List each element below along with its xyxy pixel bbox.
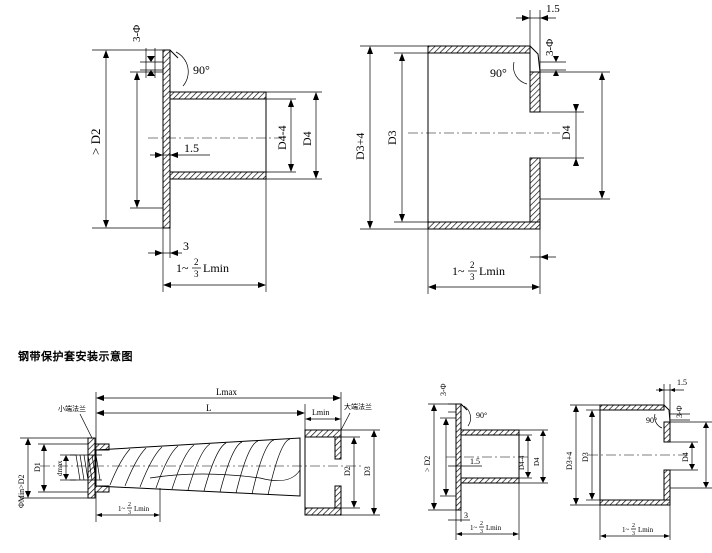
flange-wall [162, 49, 171, 229]
bore-inner-label: D4-4 [275, 125, 289, 150]
steel-band-wraps [109, 438, 301, 496]
small-left-sleeve-view: 3-Φ 90° > D2 D4-4 D4 1.5 3 [423, 383, 548, 540]
length-label: 1~ 2 3 Lmin [118, 502, 150, 516]
wall-thickness-label: 1.5 [184, 141, 199, 155]
outer-diameter-label: D3+4 [565, 452, 574, 470]
wall-thickness-label: 1.5 [677, 378, 687, 387]
cup-top-wall [427, 45, 531, 54]
svg-text:2: 2 [128, 502, 131, 508]
bore-label: D4 [559, 125, 573, 140]
large-end-cup-bottom [304, 507, 342, 516]
flange-thickness-label: 3 [464, 511, 468, 520]
length-label: 1~ 2 3 Lmin [176, 257, 229, 279]
svg-text:2: 2 [632, 523, 635, 529]
svg-text:3: 3 [632, 531, 635, 537]
cup-end-wall-lower [529, 157, 541, 223]
wall-thickness-label: 1.5 [546, 3, 560, 15]
diagram-caption: 钢带保护套安装示意图 [18, 350, 133, 363]
d3-label: D3 [363, 466, 372, 476]
length-label: 1~ 2 3 Lmin [470, 521, 502, 535]
d2-label: D2 [343, 466, 352, 476]
lmax-label: Lmax [216, 387, 237, 397]
flange-holes-label: 3-Φ [675, 405, 684, 418]
flange-holes-label: 3-Φ [131, 25, 143, 42]
bore-top-wall [169, 91, 267, 100]
bore-label: D4 [681, 452, 690, 462]
phi-min-label: ΦMin>D2 [17, 475, 26, 508]
svg-text:Lmin: Lmin [203, 261, 229, 275]
assembly-view: Lmax L Lmin 小端法兰 大端法兰 ΦMin>D2 D1 [17, 387, 380, 522]
flange-diameter-label: > D2 [423, 456, 432, 472]
bore-inner-label: D4-4 [518, 455, 526, 470]
svg-text:3: 3 [480, 529, 483, 535]
large-right-cup-view: 1.5 3-Φ 90° D3+4 D3 D4 [353, 3, 610, 294]
small-right-cup-view: 1.5 3-Φ 90° D3+4 D3 D4 [565, 378, 712, 540]
svg-text:1~: 1~ [176, 261, 189, 275]
bore-outer-label: D4 [300, 131, 314, 146]
svg-text:2: 2 [194, 257, 199, 267]
svg-text:1~: 1~ [622, 526, 630, 534]
angle-label: 90° [193, 63, 210, 77]
dmax-label: dmax [56, 460, 64, 476]
svg-text:3: 3 [128, 510, 131, 516]
large-end-flange-label: 大端法兰 [344, 402, 372, 411]
flange-thickness-label: 3 [183, 239, 189, 253]
inner-diameter-label: D3 [385, 130, 399, 145]
lmin-label: Lmin [312, 408, 329, 417]
svg-text:3: 3 [470, 272, 475, 282]
flange-holes-label: 3-Φ [439, 383, 448, 396]
flange-holes-label: 3-Φ [544, 39, 556, 56]
small-end-flange [87, 437, 96, 499]
svg-text:1~: 1~ [452, 264, 465, 278]
svg-text:Lmin: Lmin [638, 526, 654, 534]
flange-diameter-label: > D2 [88, 129, 103, 155]
svg-text:1~: 1~ [470, 524, 478, 532]
bore-bottom-wall [169, 171, 267, 180]
d1-label: D1 [33, 462, 42, 472]
large-left-sleeve-view: 3-Φ 90° > D2 D4-4 D4 [88, 25, 322, 292]
outer-diameter-label: D3+4 [353, 133, 367, 160]
cup-end-wall-upper [529, 71, 541, 113]
svg-text:2: 2 [470, 260, 475, 270]
l-label: L [206, 403, 212, 413]
angle-label: 90° [646, 416, 657, 425]
svg-text:2: 2 [480, 521, 483, 527]
angle-label: 90° [490, 66, 507, 80]
length-label: 1~ 2 3 Lmin [622, 523, 654, 537]
svg-text:Lmin: Lmin [479, 264, 505, 278]
steel-band-taper [95, 437, 301, 497]
svg-text:1~: 1~ [118, 505, 126, 513]
angle-label: 90° [476, 411, 487, 420]
inner-diameter-label: D3 [581, 452, 590, 462]
wall-thickness-label: 1.5 [470, 457, 480, 466]
svg-text:Lmin: Lmin [134, 505, 150, 513]
bore-outer-label: D4 [533, 457, 541, 466]
spring-coil [70, 454, 102, 481]
svg-text:Lmin: Lmin [486, 524, 502, 532]
cup-bottom-wall [427, 221, 541, 230]
large-end-cup-top [304, 429, 342, 438]
length-label: 1~ 2 3 Lmin [452, 260, 505, 282]
small-end-flange-label: 小端法兰 [58, 404, 86, 413]
svg-text:3: 3 [194, 269, 199, 279]
